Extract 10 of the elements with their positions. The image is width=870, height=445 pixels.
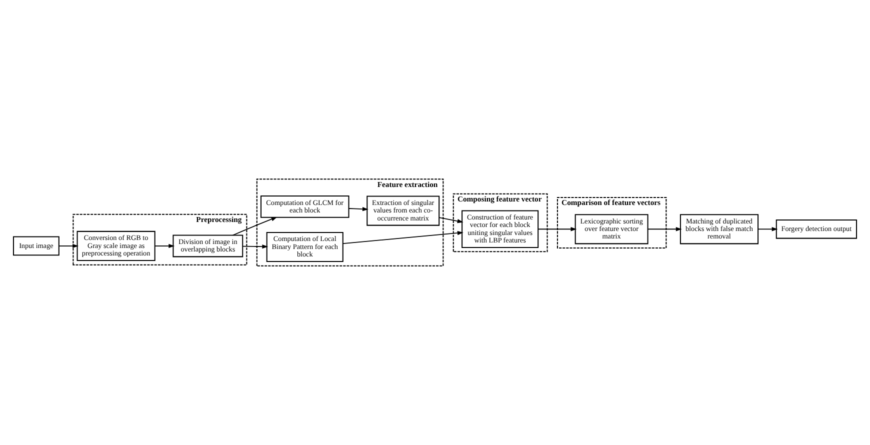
arrow — [232, 216, 278, 236]
arrow — [348, 207, 368, 212]
arrow — [154, 244, 175, 248]
arrow — [758, 227, 778, 232]
arrow — [342, 230, 464, 244]
arrow — [242, 244, 268, 249]
arrow — [538, 227, 577, 232]
arrow — [58, 244, 79, 248]
arrow — [438, 217, 464, 224]
arrow — [647, 227, 682, 232]
